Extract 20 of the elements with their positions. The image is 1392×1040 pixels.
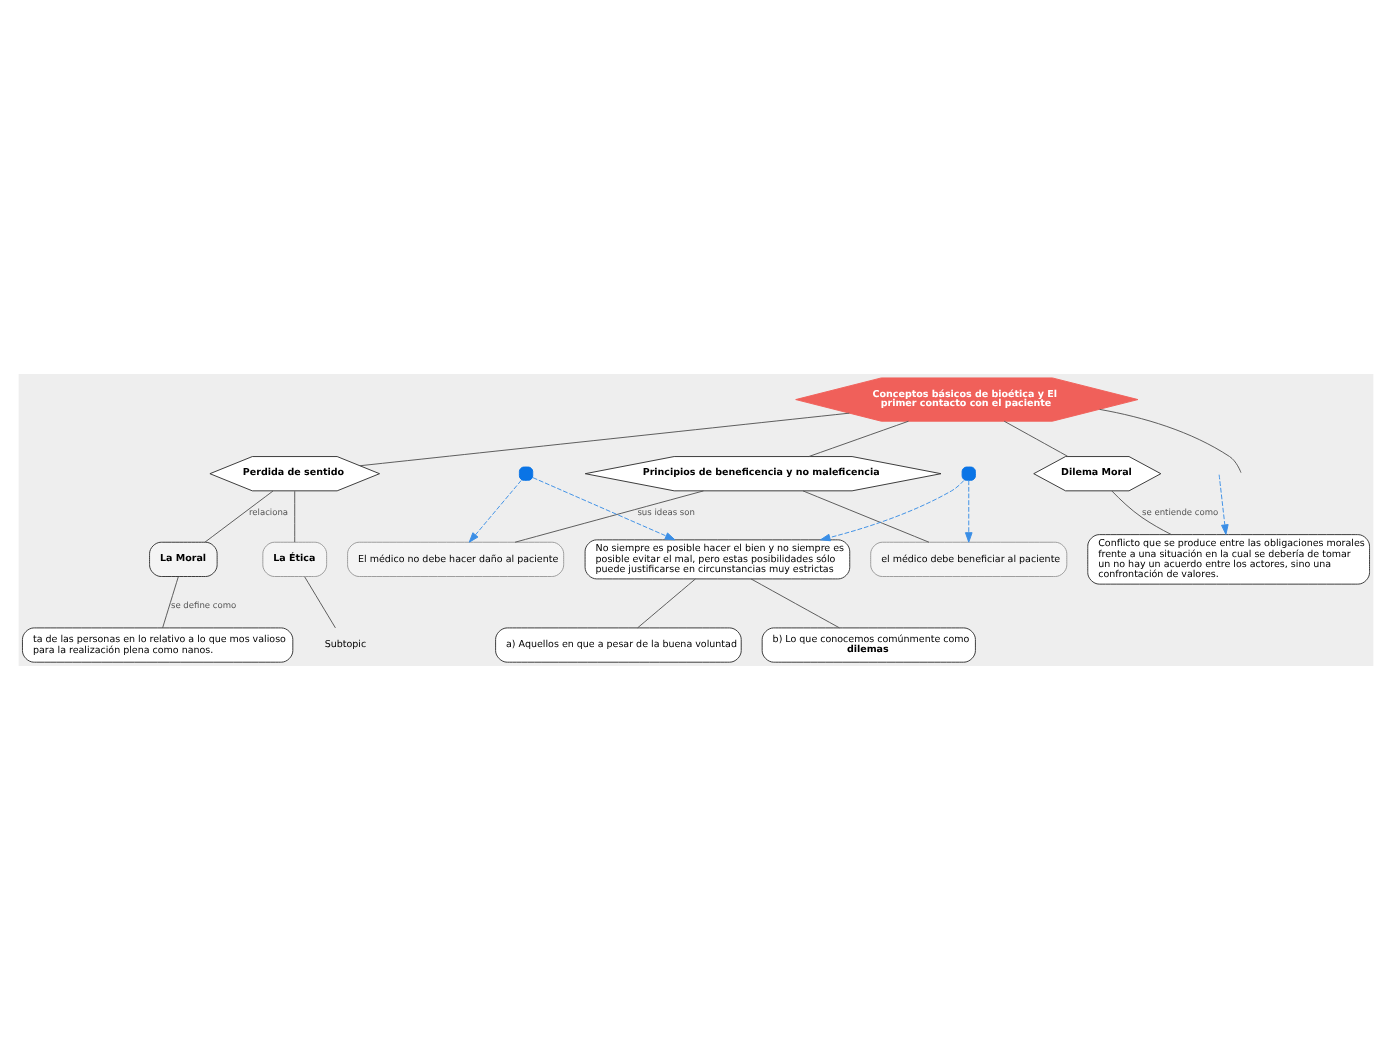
connector: [359, 412, 850, 467]
connector: [294, 490, 296, 543]
arrow: [964, 479, 973, 543]
arrow: [468, 479, 522, 543]
arrow: [532, 477, 676, 541]
connector: [514, 490, 704, 543]
connector: [1099, 408, 1242, 474]
connector: [162, 576, 179, 629]
connector: [304, 576, 336, 629]
connector: [637, 578, 696, 629]
connector: [808, 420, 909, 457]
connector: [1111, 490, 1172, 535]
connector: [750, 578, 840, 629]
arrow: [1218, 474, 1229, 535]
connector: [204, 490, 274, 543]
node-box: [961, 466, 976, 481]
arrow: [820, 480, 965, 542]
connector: [1003, 420, 1069, 457]
node-box: [518, 466, 534, 481]
connector: [802, 490, 930, 543]
